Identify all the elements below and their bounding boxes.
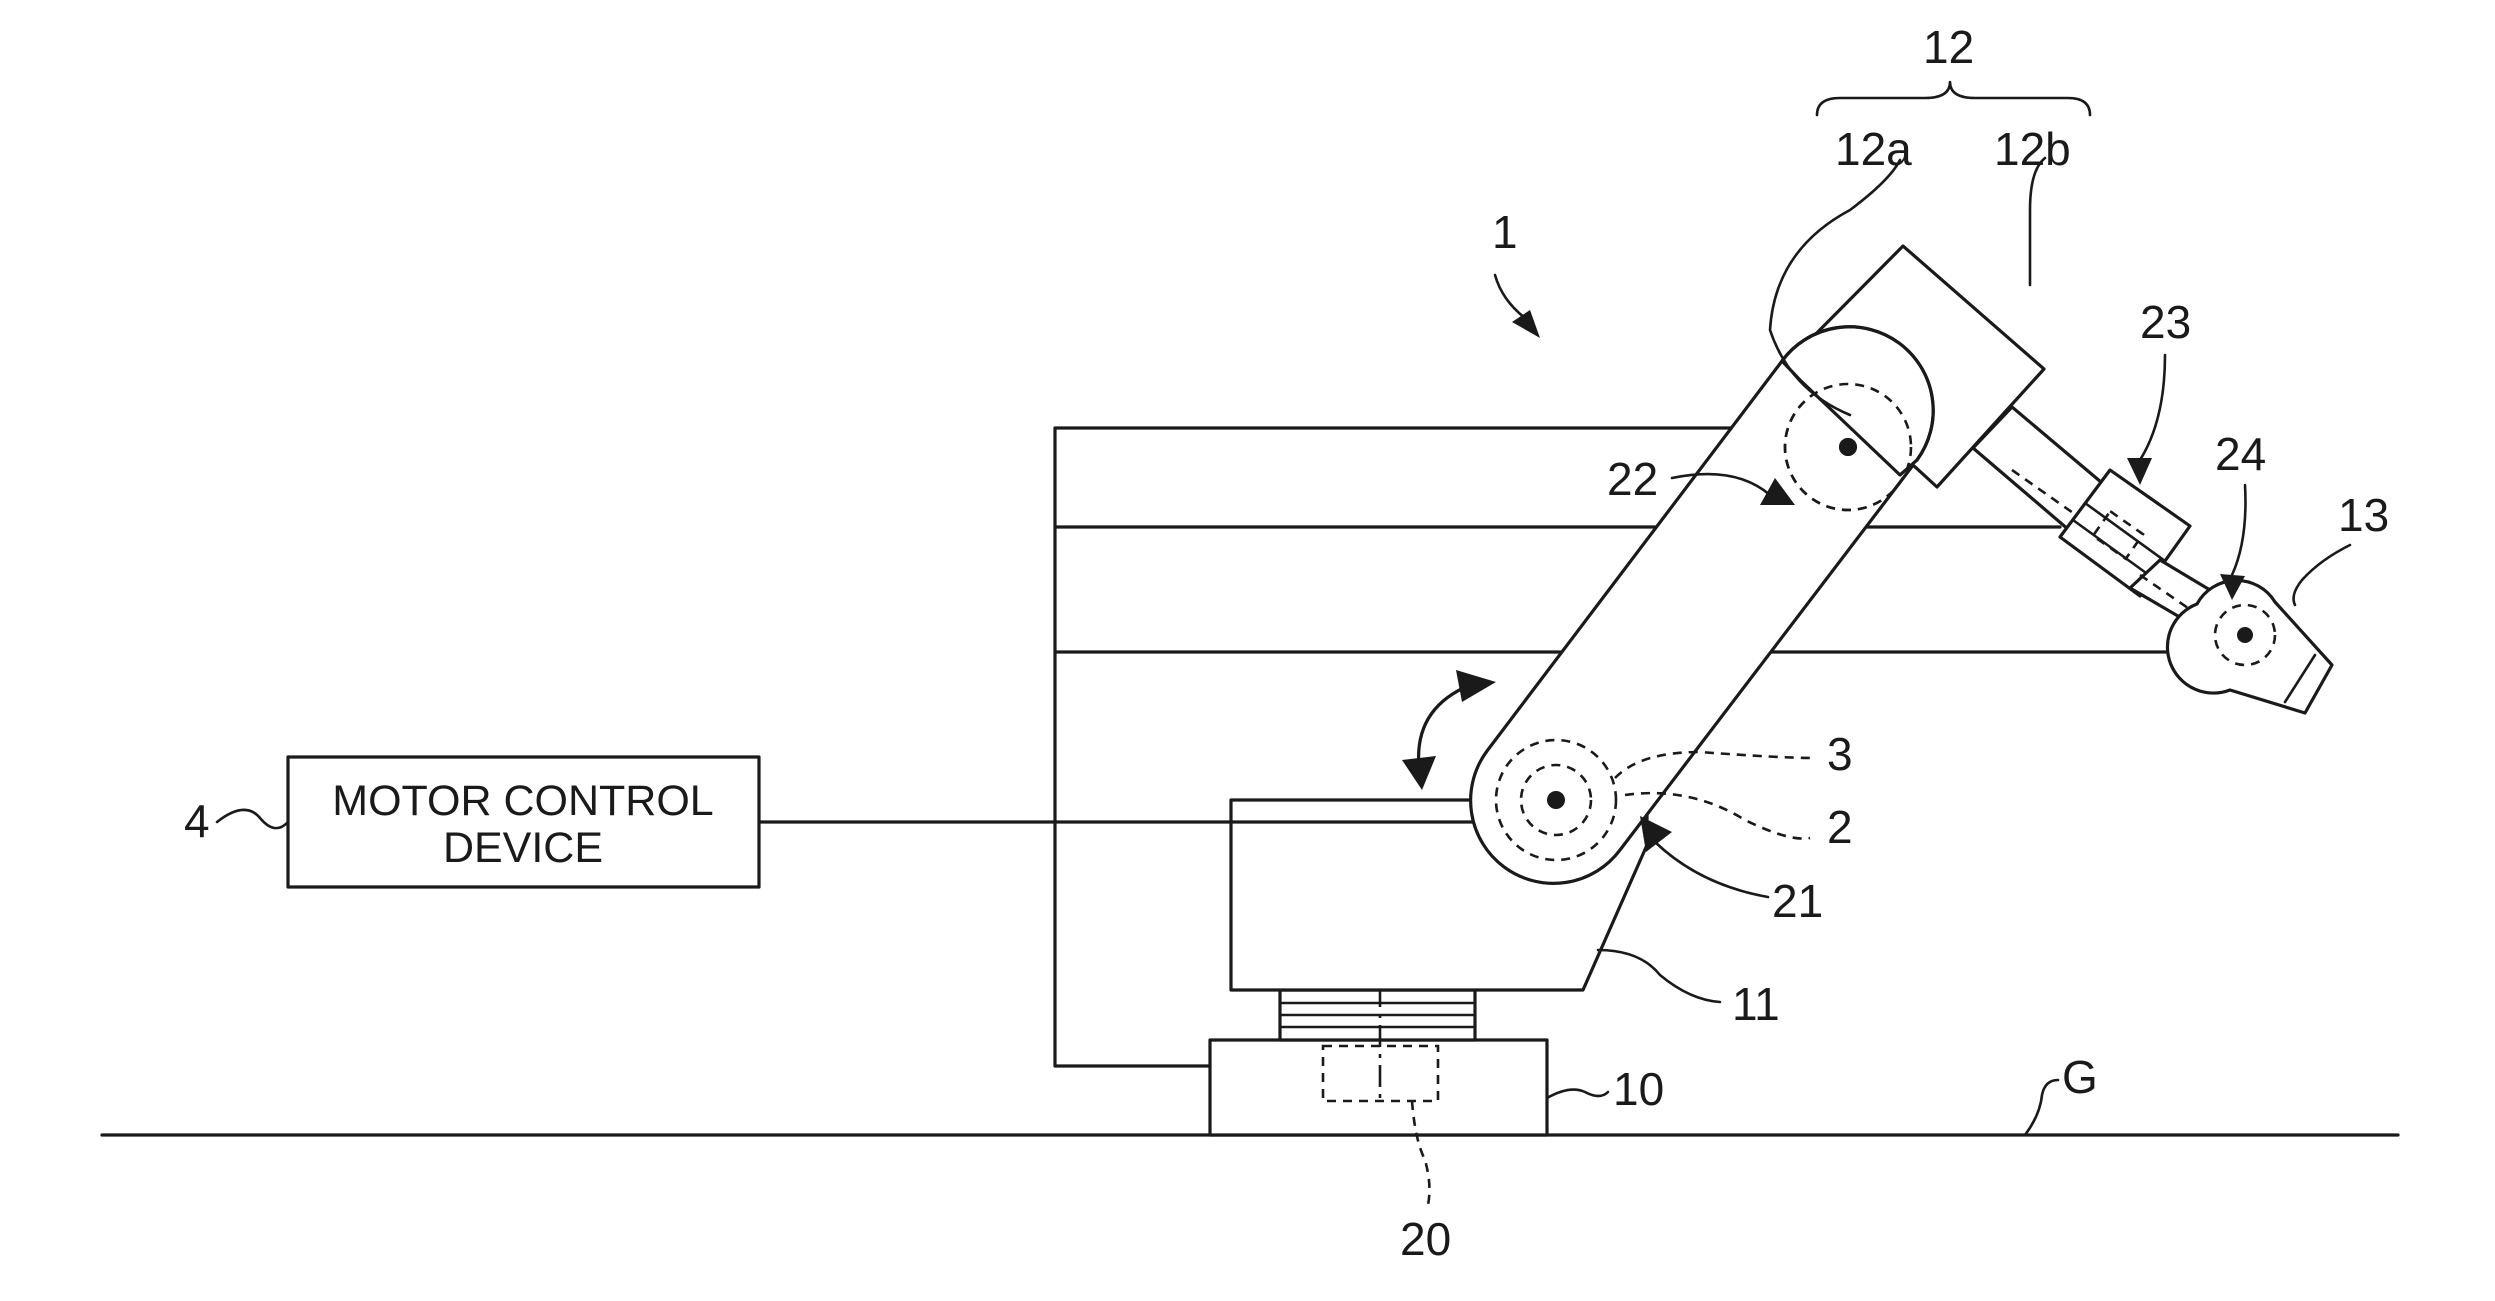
box-line2: DEVICE	[443, 824, 603, 872]
base	[1210, 1040, 1547, 1135]
label-11: 11	[1732, 978, 1780, 1030]
label-G: G	[2062, 1051, 2098, 1103]
label-21: 21	[1772, 875, 1823, 927]
turntable	[1280, 990, 1475, 1040]
label-12: 12	[1923, 21, 1974, 73]
label-12a: 12a	[1835, 123, 1912, 175]
label-1: 1	[1492, 206, 1518, 258]
label-12b: 12b	[1994, 123, 2071, 175]
label-20: 20	[1400, 1213, 1451, 1265]
label-3: 3	[1827, 728, 1853, 780]
label-22: 22	[1607, 453, 1658, 505]
label-4: 4	[184, 795, 210, 847]
label-24: 24	[2215, 428, 2266, 480]
label-13: 13	[2338, 489, 2389, 541]
box-line1: MOTOR CONTROL	[332, 777, 713, 825]
label-10: 10	[1613, 1063, 1664, 1115]
motor-control-device: MOTOR CONTROL DEVICE	[288, 757, 759, 887]
label-2: 2	[1827, 801, 1853, 853]
label-23: 23	[2140, 296, 2191, 348]
